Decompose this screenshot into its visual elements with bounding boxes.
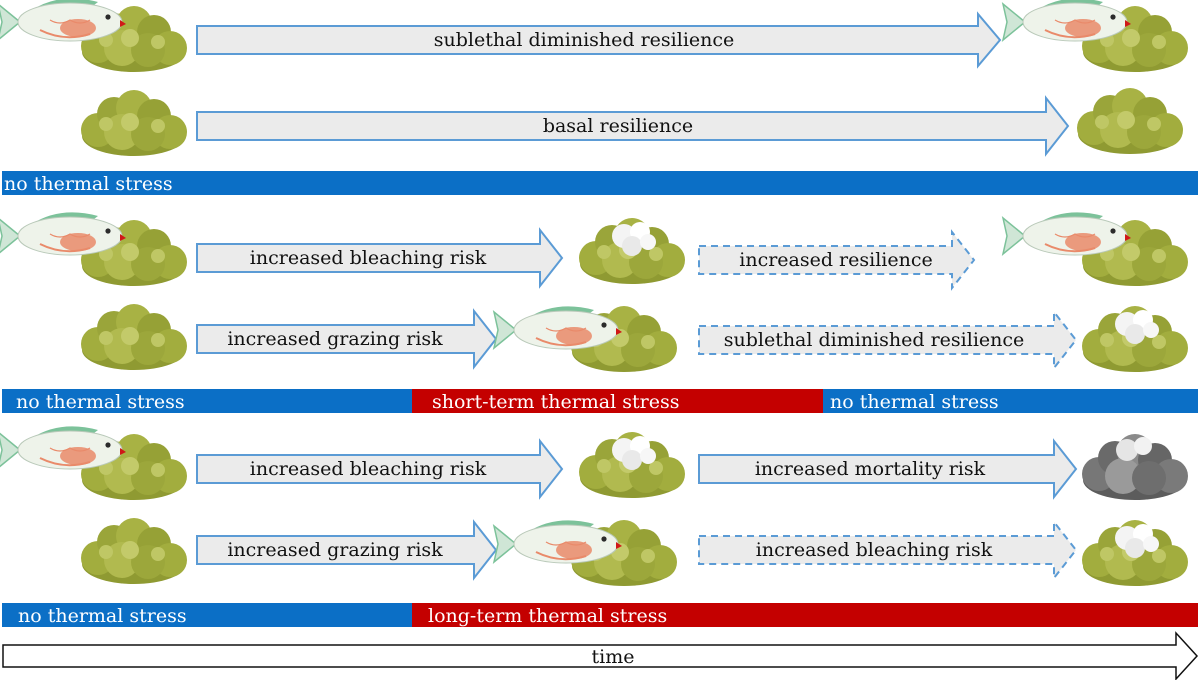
scenario-2-stress-bar: no thermal stress short-term thermal str… xyxy=(2,389,1198,413)
parrotfish-icon xyxy=(1002,211,1132,256)
parrotfish-icon xyxy=(0,425,127,470)
coral-bleached-icon xyxy=(1082,520,1188,586)
scenario-1-row-2: basal resilience xyxy=(81,88,1183,157)
coral-healthy-icon xyxy=(81,90,187,156)
arrow-label: increased grazing risk xyxy=(227,539,443,561)
scenario-3-stress-bar: no thermal stress long-term thermal stre… xyxy=(2,603,1198,627)
time-arrow: time xyxy=(2,631,1199,680)
coral-bleached-icon xyxy=(579,218,685,284)
arrow-label: basal resilience xyxy=(543,115,693,137)
coral-bleached-icon xyxy=(579,432,685,498)
bar-label-no-stress: no thermal stress xyxy=(830,391,999,413)
scenario-1-stress-bar: no thermal stress xyxy=(2,171,1198,195)
scenario-1-row-1: sublethal diminished resilience xyxy=(0,0,1188,72)
arrow-increased-bleaching-risk: increased bleaching risk xyxy=(196,438,564,500)
scenario-3-row-1: increased bleaching risk increased morta… xyxy=(0,425,1188,500)
bar-label: no thermal stress xyxy=(4,173,173,195)
arrow-label: increased bleaching risk xyxy=(756,539,993,561)
arrow-sublethal-diminished-resilience: sublethal diminished resilience xyxy=(196,11,1002,69)
coral-healthy-icon xyxy=(81,518,187,584)
scenario-3-row-2: increased grazing risk increased bleachi… xyxy=(81,518,1188,586)
arrow-label: increased mortality risk xyxy=(755,458,986,480)
arrow-basal-resilience: basal resilience xyxy=(196,95,1070,157)
arrow-increased-grazing-risk: increased grazing risk xyxy=(196,519,498,581)
arrow-label: sublethal diminished resilience xyxy=(724,329,1025,351)
arrow-label: increased resilience xyxy=(739,249,932,271)
arrow-increased-resilience: increased resilience xyxy=(698,229,976,291)
parrotfish-icon xyxy=(0,0,127,42)
bar-label-no-stress: no thermal stress xyxy=(18,605,187,627)
bar-label-short-term-stress: short-term thermal stress xyxy=(432,391,679,413)
arrow-increased-bleaching-risk: increased bleaching risk xyxy=(196,227,564,289)
arrow-label: increased grazing risk xyxy=(227,328,443,350)
parrotfish-icon xyxy=(0,211,127,256)
parrotfish-icon xyxy=(1002,0,1132,42)
coral-bleached-icon xyxy=(1082,306,1188,372)
arrow-label: sublethal diminished resilience xyxy=(434,29,735,51)
arrow-sublethal-diminished-resilience: sublethal diminished resilience xyxy=(698,309,1078,371)
coral-healthy-icon xyxy=(81,304,187,370)
arrow-increased-grazing-risk: increased grazing risk xyxy=(196,308,498,370)
bar-label-no-stress: no thermal stress xyxy=(16,391,185,413)
arrow-label: increased bleaching risk xyxy=(250,458,487,480)
scenario-2-row-2: increased grazing risk sublethal diminis… xyxy=(81,304,1188,372)
parrotfish-icon xyxy=(493,305,623,350)
coral-healthy-icon xyxy=(1077,88,1183,154)
time-label: time xyxy=(592,646,635,668)
bar-label-long-term-stress: long-term thermal stress xyxy=(428,605,667,627)
arrow-label: increased bleaching risk xyxy=(250,247,487,269)
arrow-increased-bleaching-risk: increased bleaching risk xyxy=(698,519,1078,581)
arrow-increased-mortality-risk: increased mortality risk xyxy=(698,438,1078,500)
parrotfish-icon xyxy=(493,519,623,564)
coral-dead-icon xyxy=(1082,434,1188,500)
scenario-2-row-1: increased bleaching risk increased resil… xyxy=(0,211,1188,291)
